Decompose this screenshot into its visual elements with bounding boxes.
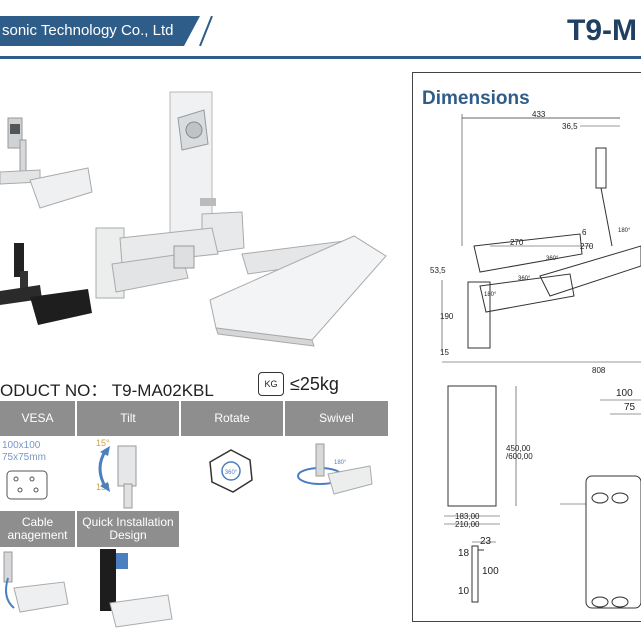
dim-15: 15 — [440, 348, 449, 357]
product-number-label: ODUCT NO： — [0, 381, 108, 400]
dim-angle-1: 180° — [484, 292, 497, 298]
vesa-size-1: 100x100 — [2, 440, 41, 451]
dim-angle-3: 360° — [546, 256, 559, 262]
dim-75-plate: 75 — [624, 402, 636, 413]
dim-6: 6 — [582, 228, 587, 237]
header-rule — [0, 56, 641, 59]
dim-808: 808 — [592, 366, 606, 375]
dim-angle-4: 180° — [618, 228, 631, 234]
detail-drawing — [471, 541, 496, 603]
header-slash-decoration — [199, 16, 213, 46]
company-name: sonic Technology Co., Ltd — [2, 22, 174, 39]
feature-header-swivel: Swivel — [285, 401, 388, 436]
dim-angle-2: 360° — [518, 276, 531, 282]
feature-header-quick-installation: Quick Installation Design — [77, 511, 179, 547]
tilt-illustration — [98, 445, 137, 509]
product-number: ODUCT NO： T9-MA02KBL — [0, 376, 214, 401]
feature-header-cable-management: Cable anagement — [0, 511, 75, 547]
dim-36-5: 36,5 — [562, 122, 578, 131]
weight-limit: ≤25kg — [290, 373, 339, 394]
dim-18: 18 — [458, 548, 470, 559]
vesa-sizes: 100x100 75x75mm — [2, 440, 46, 464]
front-view-drawing — [444, 385, 517, 525]
weight-capacity: KG ≤25kg — [258, 372, 339, 396]
tilt-angle-up: 15° — [96, 438, 110, 448]
dim-433: 433 — [532, 110, 546, 119]
quick-installation-photo — [100, 549, 173, 628]
product-number-value: T9-MA02KBL — [111, 381, 214, 400]
rotate-angle-text: 360° — [225, 470, 238, 476]
page-header: sonic Technology Co., Ltd T9-M — [0, 0, 641, 60]
dim-270-right: 270 — [580, 242, 594, 251]
dim-190: 190 — [440, 312, 454, 321]
swivel-illustration: 180° — [297, 443, 373, 495]
weight-icon: KG — [258, 372, 284, 396]
dim-600: /600,00 — [506, 452, 533, 461]
dim-100-plate: 100 — [616, 388, 633, 399]
dimensions-panel — [412, 72, 641, 622]
dim-450: 450,00 — [506, 444, 531, 453]
product-photo-white-small — [0, 117, 93, 209]
dim-23: 23 — [480, 536, 492, 547]
side-view-drawing — [441, 114, 641, 363]
product-photo-black-small — [0, 243, 92, 325]
dim-210: 210,00 — [455, 520, 480, 529]
cable-management-photo — [3, 551, 69, 613]
feature-header-rotate: Rotate — [181, 401, 283, 436]
dim-270-left: 270 — [510, 238, 524, 247]
dim-53-5: 53,5 — [430, 266, 446, 275]
swivel-angle-text: 180° — [334, 460, 347, 466]
vesa-size-2: 75x75mm — [2, 452, 46, 463]
dim-10: 10 — [458, 586, 470, 597]
mount-plate-drawing — [560, 399, 641, 609]
feature-header-tilt: Tilt — [77, 401, 179, 436]
feature-header-vesa: VESA — [0, 401, 75, 436]
header-band — [0, 16, 200, 46]
rotate-icon: 360° — [209, 449, 253, 493]
product-photo-main — [95, 91, 387, 347]
dimensions-title: Dimensions — [422, 88, 530, 109]
dim-100: 100 — [482, 566, 499, 577]
vesa-pattern-icon — [6, 470, 48, 500]
model-title: T9-M — [567, 14, 637, 47]
dim-183: 183,00 — [455, 512, 480, 521]
